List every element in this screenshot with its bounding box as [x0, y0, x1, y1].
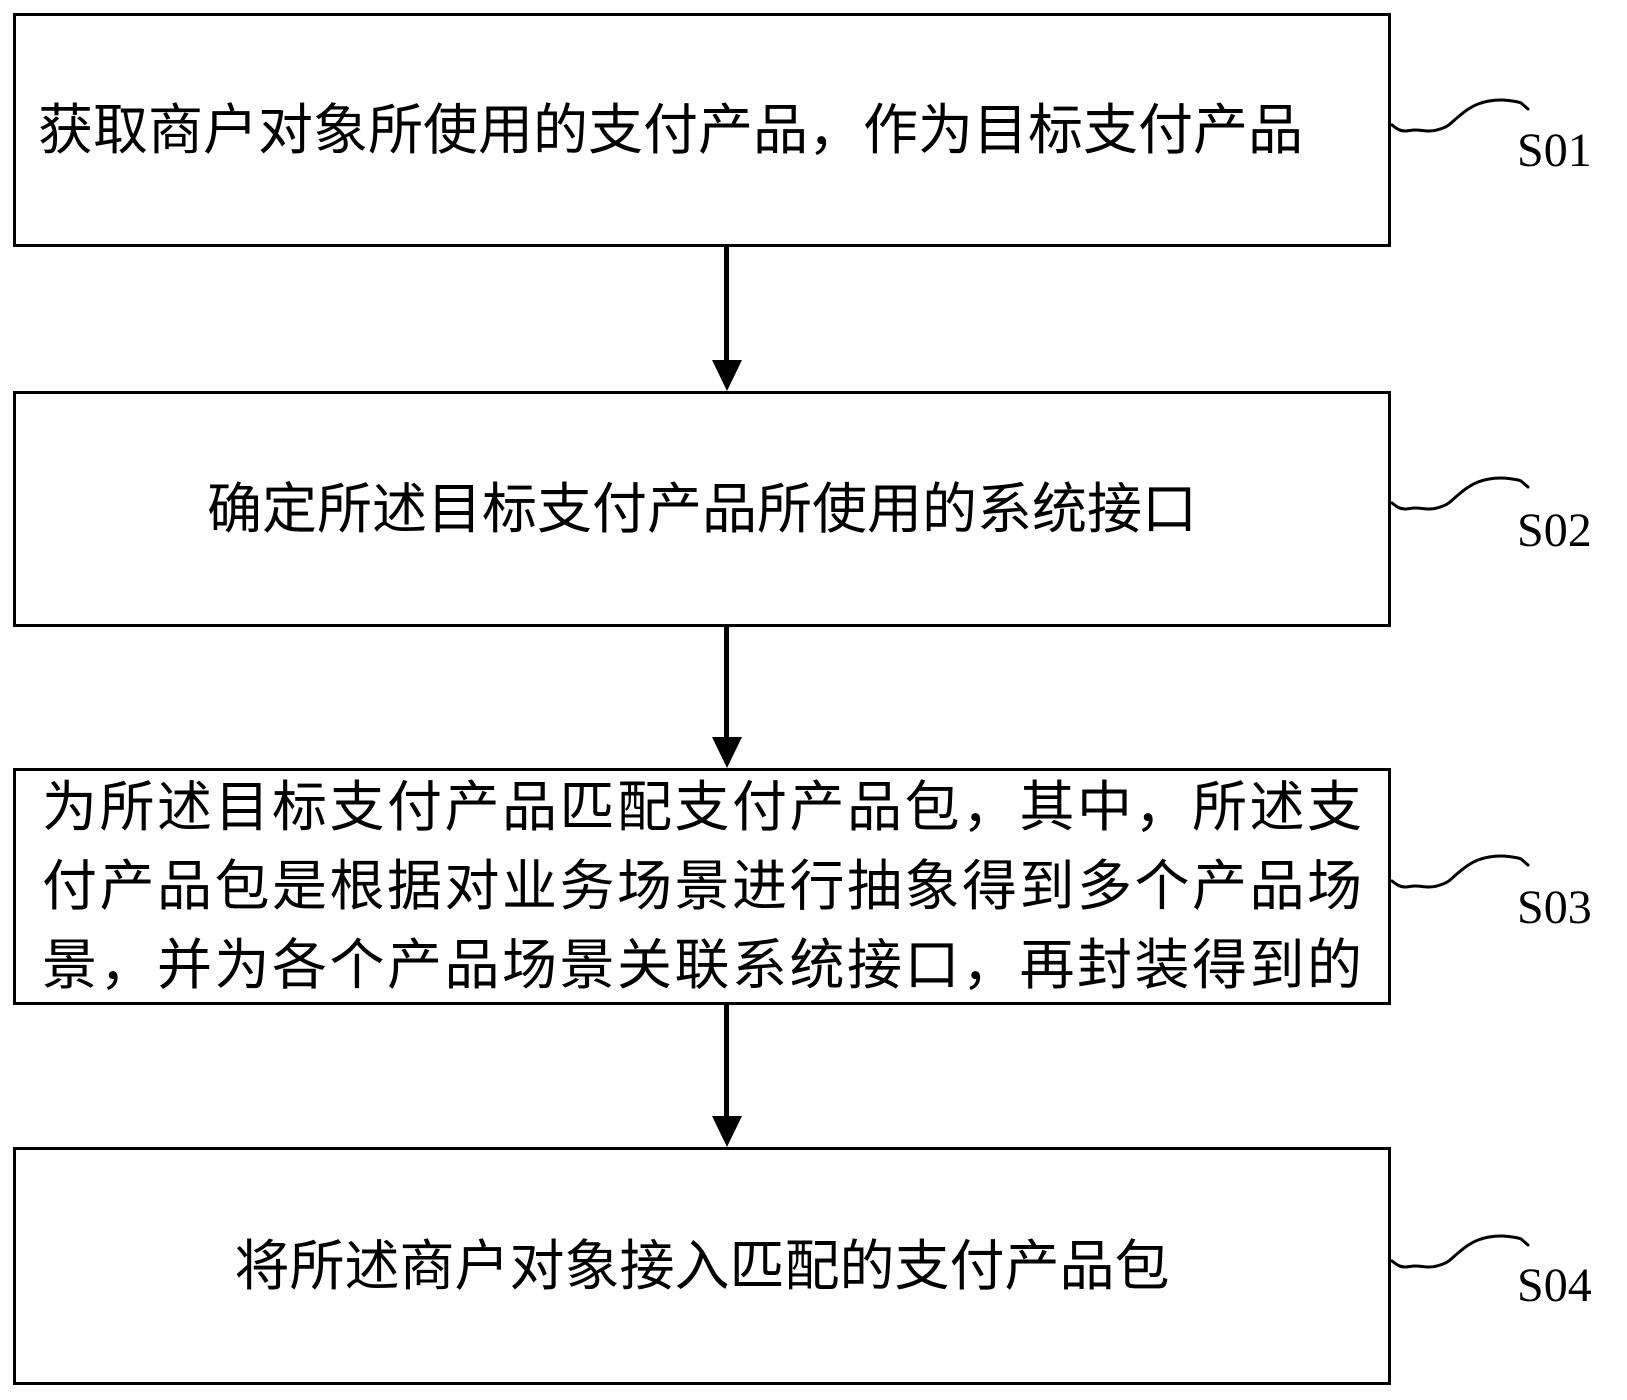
step-label-s03: S03: [1517, 881, 1592, 934]
arrow-head-icon: [712, 360, 742, 391]
arrow-head-icon: [712, 1116, 742, 1147]
arrow-stem: [724, 1005, 729, 1118]
step-box-3: 为所述目标支付产品匹配支付产品包，其中，所述支 付产品包是根据对业务场景进行抽象…: [13, 768, 1391, 1005]
arrow-head-icon: [712, 737, 742, 768]
step-1-text: 获取商户对象所使用的支付产品，作为目标支付产品: [38, 99, 1304, 161]
arrow-stem: [724, 627, 729, 740]
step-label-s04: S04: [1517, 1259, 1592, 1312]
arrow-stem: [724, 247, 729, 363]
step-3-text-line-3: 景，并为各个产品场景关联系统接口，再封装得到的: [42, 935, 1362, 996]
step-2-text: 确定所述目标支付产品所使用的系统接口: [206, 478, 1197, 540]
step-box-1: 获取商户对象所使用的支付产品，作为目标支付产品: [13, 13, 1391, 247]
step-box-4: 将所述商户对象接入匹配的支付产品包: [13, 1147, 1391, 1385]
leader-squiggle-4: [1391, 1234, 1530, 1269]
leader-squiggle-1: [1391, 98, 1530, 133]
step-label-s01: S01: [1517, 124, 1592, 177]
step-4-text: 将所述商户对象接入匹配的支付产品包: [234, 1235, 1170, 1297]
leader-squiggle-3: [1391, 854, 1530, 889]
step-3-text-line-1: 为所述目标支付产品匹配支付产品包，其中，所述支: [42, 777, 1362, 838]
step-box-2: 确定所述目标支付产品所使用的系统接口: [13, 391, 1391, 627]
step-3-text-line-2: 付产品包是根据对业务场景进行抽象得到多个产品场: [42, 856, 1362, 917]
leader-squiggle-2: [1391, 476, 1530, 511]
step-label-s02: S02: [1517, 504, 1592, 557]
